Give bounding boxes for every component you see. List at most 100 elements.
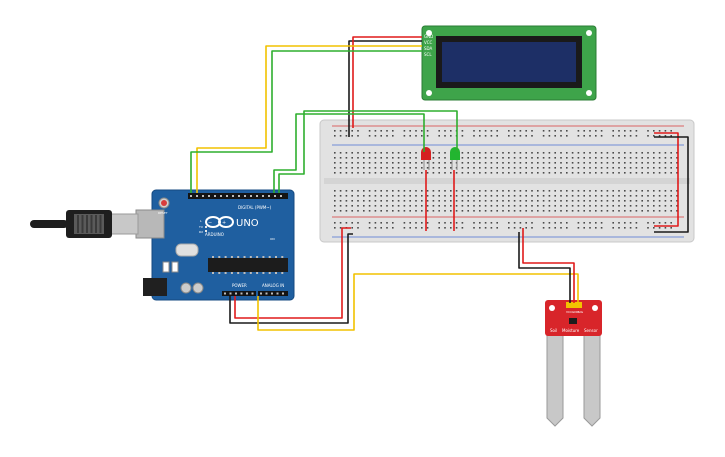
breadboard-hole — [438, 135, 440, 137]
breadboard-hole — [600, 167, 603, 169]
breadboard-hole — [635, 210, 638, 212]
breadboard-hole — [467, 162, 469, 164]
breadboard-hole — [548, 135, 551, 137]
wire-sensor-black[interactable] — [518, 232, 571, 303]
header-pin — [232, 195, 234, 197]
breadboard-hole — [566, 152, 568, 154]
wire-lcd-sda-yellow[interactable] — [196, 45, 422, 193]
digital-label: DIGITAL (PWM~) — [238, 205, 272, 210]
breadboard-hole — [647, 172, 649, 174]
wire-lcd-gnd-black[interactable] — [348, 40, 422, 137]
usb-cable-icon[interactable] — [30, 210, 139, 238]
sensor-probe-left — [546, 333, 564, 427]
wire-arduino-gnd-black[interactable] — [229, 233, 353, 324]
wire-rail-bridge-black[interactable] — [654, 136, 689, 233]
breadboard-hole — [409, 195, 411, 197]
breadboard-hole — [403, 135, 406, 137]
breadboard-hole — [589, 210, 591, 212]
breadboard-hole — [531, 172, 533, 174]
breadboard-hole — [548, 222, 551, 224]
breadboard-hole — [490, 210, 493, 212]
breadboard-hole — [577, 130, 580, 132]
breadboard-hole — [595, 210, 597, 212]
breadboard-hole — [595, 172, 597, 174]
breadboard-hole — [479, 227, 481, 229]
breadboard-hole — [525, 210, 527, 212]
breadboard-hole — [658, 157, 661, 159]
breadboard-hole — [583, 195, 585, 197]
lcd-display[interactable]: GND VCC SDA SCL — [421, 25, 597, 101]
breadboard-hole — [519, 162, 522, 164]
soil-moisture-sensor[interactable]: VCC GND SIG Soil Moisture Sensor — [545, 300, 602, 427]
breadboard-hole — [426, 190, 429, 192]
breadboard-hole — [450, 162, 452, 164]
chip-pin — [212, 256, 214, 258]
breadboard-hole — [658, 135, 661, 137]
breadboard-hole — [403, 195, 406, 197]
breadboard-hole — [653, 200, 655, 202]
breadboard-hole — [374, 152, 377, 154]
analog-label: ANALOG IN — [262, 283, 284, 288]
breadboard-hole — [502, 162, 504, 164]
wire-lcd-vcc-red[interactable] — [352, 36, 422, 128]
breadboard-hole — [542, 210, 545, 212]
breadboard[interactable] — [319, 119, 695, 243]
breadboard-hole — [426, 210, 429, 212]
breadboard-hole — [351, 167, 353, 169]
reset-label: RESET — [158, 211, 168, 215]
wire-led-green-green[interactable] — [278, 110, 458, 193]
breadboard-hole — [635, 130, 638, 132]
breadboard-hole — [351, 205, 353, 207]
breadboard-hole — [432, 210, 435, 212]
breadboard-hole — [658, 162, 661, 164]
breadboard-hole — [577, 172, 580, 174]
breadboard-hole — [345, 172, 348, 174]
breadboard-hole — [392, 167, 394, 169]
breadboard-hole — [600, 195, 603, 197]
breadboard-hole — [600, 162, 603, 164]
breadboard-hole — [339, 210, 342, 212]
breadboard-hole — [531, 135, 533, 137]
breadboard-hole — [380, 162, 382, 164]
wire-led-red-green[interactable] — [273, 113, 425, 193]
breadboard-hole — [345, 135, 348, 137]
breadboard-hole — [339, 162, 342, 164]
breadboard-hole — [513, 162, 516, 164]
breadboard-hole — [525, 167, 527, 169]
wire-sensor-a0-yellow[interactable] — [257, 273, 579, 331]
breadboard-hole — [351, 195, 353, 197]
breadboard-hole — [670, 190, 672, 192]
breadboard-hole — [409, 200, 411, 202]
breadboard-hole — [363, 195, 365, 197]
breadboard-hole — [490, 162, 493, 164]
wire-sensor-red[interactable] — [522, 228, 575, 303]
breadboard-hole — [595, 190, 597, 192]
breadboard-hole — [461, 222, 464, 224]
breadboard-hole — [554, 162, 556, 164]
wire-arduino-5v-red[interactable] — [234, 227, 351, 319]
breadboard-hole — [392, 227, 394, 229]
breadboard-hole — [513, 157, 516, 159]
sensor-label-sensor: Sensor — [584, 328, 598, 333]
breadboard-hole — [438, 222, 440, 224]
arduino-uno[interactable]: RESET DIGITAL (PWM~) − + UNO ARDUINO L T… — [135, 189, 295, 301]
breadboard-hole — [444, 157, 446, 159]
wire-rail-bridge-red[interactable] — [654, 132, 679, 227]
breadboard-hole — [502, 210, 504, 212]
wire-lcd-scl-green[interactable] — [190, 50, 422, 193]
breadboard-hole — [351, 222, 353, 224]
breadboard-hole — [664, 190, 667, 192]
lcd-mount-hole — [586, 90, 592, 96]
svg-text:+: + — [222, 220, 226, 226]
chip-pin — [224, 272, 227, 274]
breadboard-hole — [577, 162, 580, 164]
breadboard-hole — [600, 152, 603, 154]
breadboard-hole — [664, 195, 667, 197]
breadboard-hole — [566, 210, 568, 212]
breadboard-hole — [490, 152, 493, 154]
breadboard-hole — [444, 190, 446, 192]
breadboard-hole — [490, 227, 493, 229]
breadboard-hole — [513, 195, 516, 197]
breadboard-hole — [380, 157, 382, 159]
breadboard-hole — [409, 210, 411, 212]
